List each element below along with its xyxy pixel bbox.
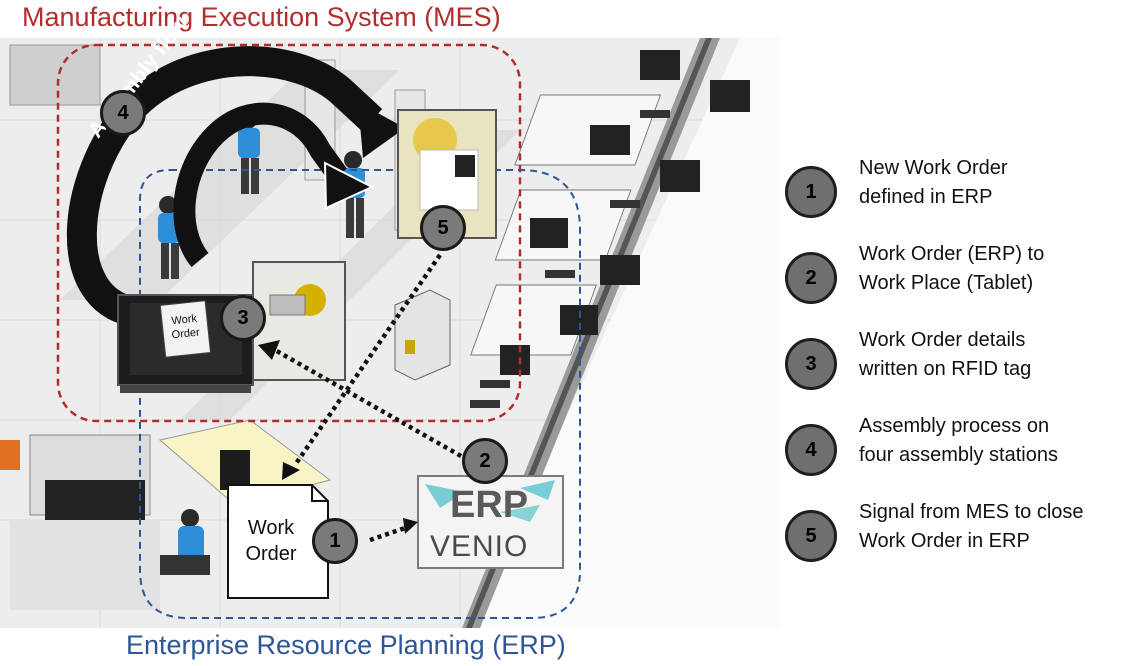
factory-scene (0, 38, 780, 628)
scene-badge-3: 3 (220, 295, 266, 341)
scene-badge-1: 1 (312, 518, 358, 564)
legend-badge: 4 (785, 424, 837, 476)
dotted-arrows (273, 253, 470, 543)
legend-badge: 5 (785, 510, 837, 562)
legend-badge: 2 (785, 252, 837, 304)
scene-badge-2: 2 (462, 438, 508, 484)
machine (394, 289, 451, 381)
mes-title: Manufacturing Execution System (MES) (22, 2, 501, 32)
rfid-photo-bottom (252, 261, 346, 381)
legend-badge: 1 (785, 166, 837, 218)
office-desks (470, 50, 750, 408)
legend-badge: 3 (785, 338, 837, 390)
erp-logo-top-text: ERP (450, 484, 529, 526)
erp-logo (417, 475, 564, 569)
mes-region (56, 43, 522, 423)
arrow-mes-to-wo (293, 253, 442, 467)
arrow-erp-to-tablet (273, 348, 470, 462)
scene-badge-4: 4 (100, 90, 146, 136)
scene-badge-5: 5 (420, 205, 466, 251)
erp-region (139, 169, 581, 619)
arrow-wo-to-erp (369, 525, 406, 543)
erp-logo-bottom-text: VENIO (430, 530, 529, 563)
erp-title: Enterprise Resource Planning (ERP) (126, 630, 566, 660)
front-desk (0, 419, 332, 610)
